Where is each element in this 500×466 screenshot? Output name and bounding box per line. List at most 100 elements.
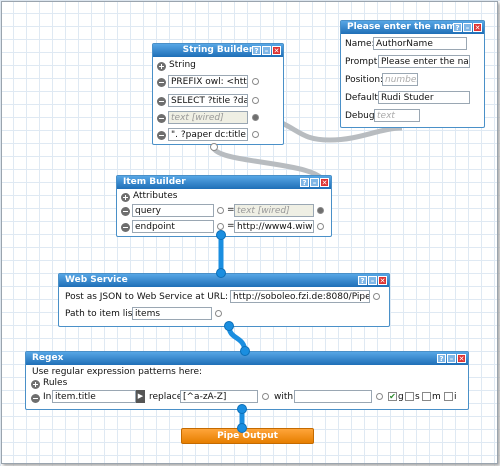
field-terminal[interactable] [252, 97, 259, 104]
add-attribute-icon[interactable] [121, 193, 130, 202]
attribute-key-endpoint[interactable]: endpoint [132, 220, 214, 233]
default-field[interactable]: Rudi Studer [378, 91, 470, 104]
close-icon[interactable]: ✕ [378, 276, 387, 285]
string-builder-output-terminal[interactable] [210, 143, 218, 151]
equals-sign: = [227, 221, 235, 231]
add-string-icon[interactable] [157, 62, 166, 71]
in-field-dropdown-icon[interactable]: ▶ [136, 390, 145, 403]
replace-terminal[interactable] [262, 393, 269, 400]
url-label: Post as JSON to Web Service at URL: [65, 292, 229, 302]
minimize-icon[interactable]: – [447, 354, 456, 363]
minimize-icon[interactable]: – [463, 23, 472, 32]
item-builder-title: Item Builder [123, 177, 186, 187]
regex-title: Regex [32, 353, 64, 363]
key-terminal[interactable] [217, 223, 224, 230]
replace-label: replace [149, 392, 183, 402]
flag-s-checkbox[interactable] [405, 392, 414, 401]
help-icon[interactable]: ? [252, 46, 261, 55]
string-field-1[interactable]: PREFIX owl: <http:// [168, 75, 248, 88]
position-field[interactable]: number [382, 73, 418, 86]
prompt-field[interactable]: Please enter the name [378, 55, 470, 68]
text-input-title: Please enter the name [347, 22, 462, 32]
remove-field-icon[interactable] [157, 114, 166, 123]
minimize-icon[interactable]: – [262, 46, 271, 55]
field-terminal[interactable] [252, 78, 259, 85]
path-field[interactable]: items [132, 307, 212, 320]
pipe-output-module[interactable]: Pipe Output [181, 428, 314, 444]
string-field-3-wired[interactable]: text [wired] [168, 111, 248, 124]
debug-field[interactable]: text [374, 109, 420, 122]
flag-m-checkbox[interactable] [422, 392, 431, 401]
remove-field-icon[interactable] [157, 131, 166, 140]
value-terminal[interactable] [317, 223, 324, 230]
default-label: Default: [345, 93, 381, 103]
with-terminal[interactable] [376, 393, 383, 400]
flag-s-label: s [415, 392, 420, 402]
pipe-output-input-node[interactable] [237, 423, 247, 433]
help-icon[interactable]: ? [358, 276, 367, 285]
rules-label: Rules [43, 378, 68, 388]
help-icon[interactable]: ? [453, 23, 462, 32]
regex-output-node[interactable] [237, 404, 247, 414]
name-label: Name: [345, 39, 375, 49]
close-icon[interactable]: ✕ [473, 23, 482, 32]
add-rule-icon[interactable] [31, 380, 40, 389]
remove-field-icon[interactable] [157, 97, 166, 106]
attribute-value-endpoint[interactable]: http://www4.wiwiss [234, 220, 314, 233]
minimize-icon[interactable]: – [368, 276, 377, 285]
help-icon[interactable]: ? [300, 178, 309, 187]
web-service-header[interactable]: Web Service ?–✕ [59, 274, 389, 287]
remove-rule-icon[interactable] [31, 394, 40, 403]
field-terminal-wired[interactable] [252, 114, 259, 121]
close-icon[interactable]: ✕ [272, 46, 281, 55]
value-terminal-wired[interactable] [317, 207, 324, 214]
web-service-title: Web Service [65, 275, 128, 285]
remove-field-icon[interactable] [157, 78, 166, 87]
regex-module[interactable]: Regex ?–✕ Use regular expression pattern… [25, 351, 469, 410]
item-builder-output-node[interactable] [216, 230, 226, 240]
flag-g-label: g [398, 392, 404, 402]
url-field[interactable]: http://soboleo.fzi.de:8080/PipesSp [230, 290, 370, 303]
flag-i-checkbox[interactable] [444, 392, 453, 401]
help-icon[interactable]: ? [437, 354, 446, 363]
text-input-module[interactable]: Please enter the name ?–✕ Name: AuthorNa… [340, 20, 485, 128]
text-input-header[interactable]: Please enter the name ?–✕ [341, 21, 484, 34]
attribute-key-query[interactable]: query [132, 204, 214, 217]
close-icon[interactable]: ✕ [320, 178, 329, 187]
item-builder-header[interactable]: Item Builder ?–✕ [117, 176, 331, 189]
minimize-icon[interactable]: – [310, 178, 319, 187]
string-builder-title: String Builder [182, 45, 254, 55]
regex-input-node[interactable] [240, 346, 250, 356]
regex-intro: Use regular expression patterns here: [32, 367, 203, 377]
regex-header[interactable]: Regex ?–✕ [26, 352, 468, 365]
item-builder-module[interactable]: Item Builder ?–✕ Attributes query = text… [116, 175, 332, 237]
wire-prompt-to-stringbuilder [257, 112, 403, 143]
remove-attribute-icon[interactable] [121, 207, 130, 216]
field-terminal[interactable] [252, 131, 259, 138]
key-terminal[interactable] [217, 207, 224, 214]
replace-field[interactable]: [^a-zA-Z] [180, 390, 258, 403]
url-terminal[interactable] [373, 293, 380, 300]
web-service-input-node[interactable] [216, 268, 226, 278]
attribute-value-query-wired[interactable]: text [wired] [234, 204, 314, 217]
in-field[interactable]: item.title [52, 390, 136, 403]
close-icon[interactable]: ✕ [457, 354, 466, 363]
string-field-2[interactable]: SELECT ?title ?da [168, 94, 248, 107]
path-terminal[interactable] [215, 310, 222, 317]
string-builder-header[interactable]: String Builder ?–✕ [153, 44, 283, 57]
flag-g-checkbox[interactable]: ✔ [388, 392, 397, 401]
web-service-module[interactable]: Web Service ?–✕ Post as JSON to Web Serv… [58, 273, 390, 327]
name-field[interactable]: AuthorName [373, 37, 467, 50]
remove-attribute-icon[interactable] [121, 223, 130, 232]
equals-sign: = [227, 205, 235, 215]
debug-label: Debug: [345, 111, 378, 121]
with-field[interactable] [294, 390, 372, 403]
with-label: with [274, 392, 294, 402]
web-service-output-node[interactable] [224, 321, 234, 331]
attributes-label: Attributes [133, 191, 178, 201]
string-field-4[interactable]: ". ?paper dc:title ?ti [168, 128, 248, 141]
path-label: Path to item list: [65, 309, 139, 319]
flag-m-label: m [432, 392, 441, 402]
string-builder-module[interactable]: String Builder ?–✕ String PREFIX owl: <h… [152, 43, 284, 145]
